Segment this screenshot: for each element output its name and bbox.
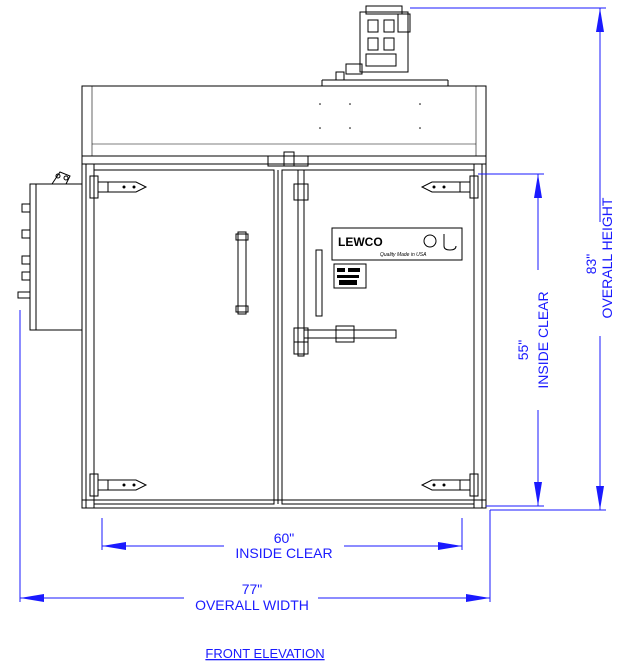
nameplate: LEWCO Quality Made in USA [331,227,463,289]
oven-cabinet [81,151,487,509]
data-plate [333,263,367,289]
top-plenum [81,85,487,157]
inside-width-value: 60" [274,530,295,546]
brand-name: LEWCO [338,235,383,249]
right-door [281,169,475,505]
left-door [93,169,275,505]
left-door-handle [235,231,249,315]
inside-height-value: 55" [515,340,531,361]
control-panel [17,171,83,331]
overall-width-value: 77" [242,581,263,597]
inside-height-label: INSIDE CLEAR [535,291,551,388]
view-title: FRONT ELEVATION [205,646,324,661]
overall-width-label: OVERALL WIDTH [195,597,309,613]
dimension-lines [19,7,606,602]
blower-motor [321,5,449,86]
brand-tagline: Quality Made in USA [380,252,427,258]
door-hinges [89,175,479,497]
inside-width-label: INSIDE CLEAR [235,545,332,561]
overall-height-value: 83" [583,254,599,275]
right-door-latch [293,169,397,357]
overall-height-label: OVERALL HEIGHT [599,197,615,318]
